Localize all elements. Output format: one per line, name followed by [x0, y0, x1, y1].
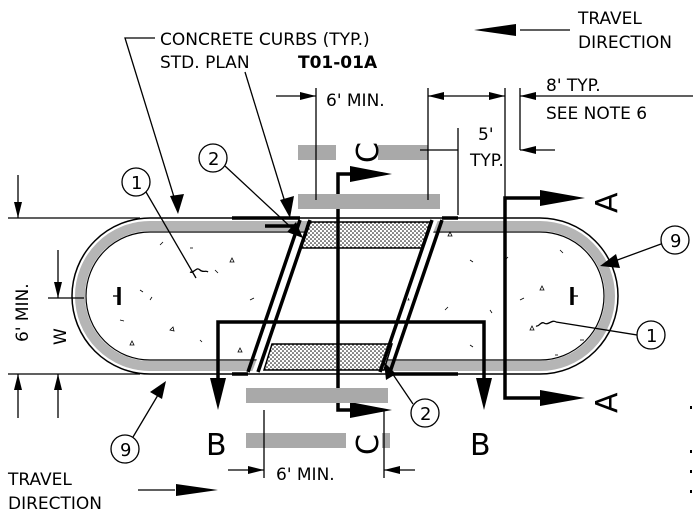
svg-text:9: 9 [670, 231, 681, 252]
section-a-bottom-label: A [590, 392, 625, 413]
section-a-top-label: A [590, 192, 625, 213]
travel-top-line2: DIRECTION [578, 33, 672, 53]
dim-see-note-label: SEE NOTE 6 [546, 104, 647, 124]
dim-typ-label: TYP. [469, 151, 504, 171]
dim-8typ-label: 8' TYP. [546, 76, 601, 96]
dim-bottom-label: 6' MIN. [276, 465, 335, 485]
dim-vertical: 6' MIN. W [8, 175, 140, 418]
passage-right-edge [378, 219, 434, 373]
dim-5-label: 5' [478, 125, 494, 145]
note-curbs-line1: CONCRETE CURBS (TYP.) [160, 30, 370, 50]
callout-1-left: 1 [121, 167, 209, 279]
note-curbs-line2-prefix: STD. PLAN [160, 53, 250, 73]
sign-left [113, 287, 121, 305]
svg-text:9: 9 [120, 440, 131, 461]
dim-5typ: 5' TYP. [420, 125, 555, 215]
curb-band [75, 221, 615, 371]
callout-2-top: 2 [198, 143, 303, 238]
detectable-warning-bottom [262, 343, 394, 371]
travel-bottom-line1: TRAVEL [7, 470, 72, 490]
dim-top-label: 6' MIN. [326, 91, 385, 111]
travel-direction-bottom: TRAVEL DIRECTION [7, 470, 218, 514]
dim-vert-min-label: 6' MIN. [13, 283, 33, 342]
section-b-line [210, 320, 492, 410]
passage-left-edge [246, 219, 302, 373]
edge-ticks [690, 406, 692, 493]
crosswalk-markings [246, 145, 440, 448]
callout-2-bottom: 2 [384, 362, 440, 428]
sign-right [570, 287, 578, 305]
section-c-bottom-label: C [351, 434, 386, 455]
callout-9-right: 9 [600, 225, 690, 268]
section-c-line [336, 166, 392, 418]
note-curbs-plan: T01-01A [298, 53, 378, 73]
dim-bottom-6min: 6' MIN. [228, 410, 415, 485]
svg-text:2: 2 [208, 149, 219, 170]
passage-left-edge-inner [256, 219, 312, 373]
pedestrian-passage [232, 216, 458, 376]
section-b-right-label: B [470, 428, 491, 463]
svg-text:1: 1 [646, 326, 657, 347]
passage-right-edge-inner [388, 219, 444, 373]
dim-8typ: 8' TYP. SEE NOTE 6 [504, 76, 693, 200]
section-a-line [503, 190, 585, 406]
curb-inner-edge [85, 231, 605, 361]
callout-9-left: 9 [110, 381, 166, 464]
callout-1-right: 1 [535, 320, 666, 350]
dim-top-6min: 6' MIN. [276, 88, 505, 200]
section-c-top-label: C [351, 142, 386, 163]
svg-text:1: 1 [131, 173, 142, 194]
travel-top-line1: TRAVEL [577, 9, 642, 29]
dim-vert-w-label: W [51, 328, 71, 345]
concrete-curbs-note: CONCRETE CURBS (TYP.) STD. PLAN T01-01A [124, 30, 378, 218]
section-b-left-label: B [206, 428, 227, 463]
travel-bottom-line2: DIRECTION [8, 494, 102, 514]
svg-text:2: 2 [420, 404, 431, 425]
travel-direction-top: TRAVEL DIRECTION [474, 9, 672, 53]
detectable-warning-top [298, 221, 432, 249]
